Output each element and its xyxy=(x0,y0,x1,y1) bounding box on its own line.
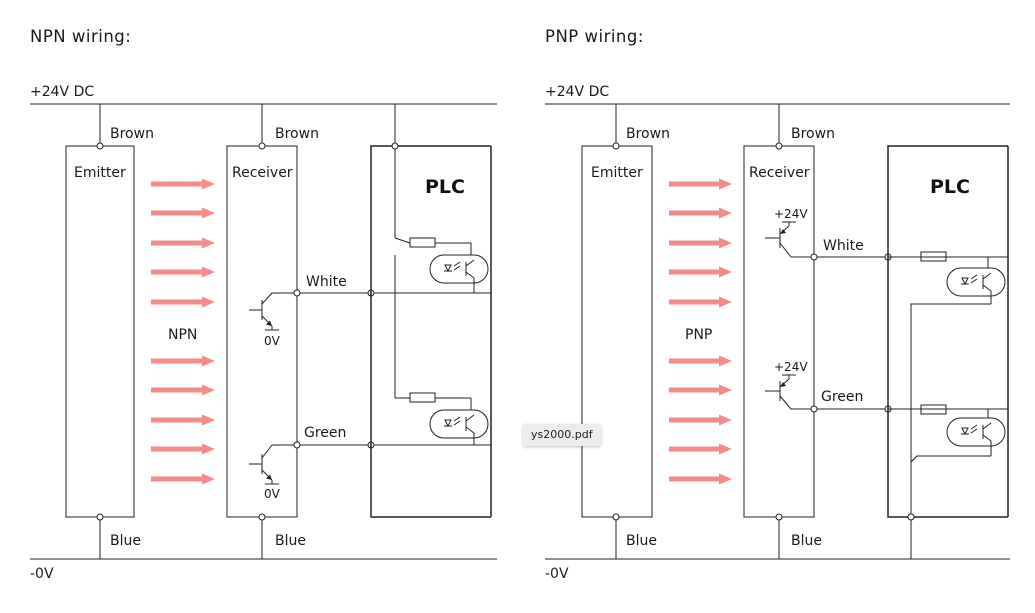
file-tooltip: ys2000.pdf xyxy=(523,424,601,446)
pnp-receiver-box xyxy=(743,145,815,518)
npn-green-label: Green xyxy=(304,425,346,441)
npn-emitter-label: Emitter xyxy=(74,165,126,181)
beam-arrow xyxy=(669,266,732,278)
npn-plc-label: PLC xyxy=(425,176,465,198)
pnp-receiver-brown-label: Brown xyxy=(791,126,835,142)
beam-arrow xyxy=(151,414,215,426)
pnp-green-node xyxy=(810,405,818,413)
beam-arrow xyxy=(151,443,215,455)
pnp-supply-label: +24V DC xyxy=(545,84,609,100)
pnp-white-node xyxy=(810,253,818,261)
beam-arrow xyxy=(669,207,732,219)
beam-arrow xyxy=(669,355,732,367)
pnp-transistor-green xyxy=(765,374,814,410)
beam-arrow xyxy=(151,266,215,278)
pnp-receiver-bottom-node xyxy=(775,513,783,521)
npn-emitter-top-node xyxy=(96,142,104,150)
beam-arrow xyxy=(151,384,215,396)
npn-receiver-blue-label: Blue xyxy=(275,533,306,549)
npn-diagram: NPN wiring: +24V DC -0V Brown Emitter Bl… xyxy=(30,27,497,582)
npn-supply-label: +24V DC xyxy=(30,84,94,100)
npn-transistor-white xyxy=(249,292,297,331)
pnp-white-label: White xyxy=(823,238,864,254)
pnp-type-label: PNP xyxy=(685,327,712,343)
npn-emitter-box xyxy=(65,145,135,518)
pnp-emitter-label: Emitter xyxy=(591,165,643,181)
pnp-green-label: Green xyxy=(821,389,863,405)
npn-emitter-bottom-node xyxy=(96,513,104,521)
beam-arrow xyxy=(151,473,215,485)
npn-green-node xyxy=(293,441,301,449)
pnp-plus24v-label-1: +24V xyxy=(774,207,808,221)
pnp-receiver-top-node xyxy=(775,142,783,150)
pnp-title: PNP wiring: xyxy=(545,27,644,46)
pnp-receiver-label: Receiver xyxy=(749,165,810,181)
pnp-plc xyxy=(887,145,1009,559)
beam-arrow xyxy=(669,443,732,455)
npn-0v-label-2: 0V xyxy=(264,487,281,501)
npn-receiver-top-node xyxy=(258,142,266,150)
npn-emitter-blue-label: Blue xyxy=(110,533,141,549)
npn-plc xyxy=(370,104,492,518)
pnp-diagram: PNP wiring: +24V DC -0V Brown Emitter Bl… xyxy=(545,27,1010,582)
npn-transistor-green xyxy=(249,444,297,485)
pnp-plc-label: PLC xyxy=(930,176,970,198)
npn-light-beam-arrows xyxy=(151,178,215,485)
npn-ground-label: -0V xyxy=(30,566,54,582)
npn-white-label: White xyxy=(306,274,347,290)
beam-arrow xyxy=(669,178,732,190)
npn-receiver-label: Receiver xyxy=(232,165,293,181)
pnp-emitter-brown-label: Brown xyxy=(626,126,670,142)
npn-type-label: NPN xyxy=(168,327,197,343)
pnp-receiver-blue-label: Blue xyxy=(791,533,822,549)
beam-arrow xyxy=(151,178,215,190)
beam-arrow xyxy=(669,473,732,485)
pnp-light-beam-arrows xyxy=(669,178,732,485)
pnp-ground-label: -0V xyxy=(545,566,569,582)
beam-arrow xyxy=(151,296,215,308)
npn-emitter-brown-label: Brown xyxy=(110,126,154,142)
beam-arrow xyxy=(669,237,732,249)
beam-arrow xyxy=(669,414,732,426)
npn-white-node xyxy=(293,289,301,297)
pnp-emitter-bottom-node xyxy=(612,513,620,521)
beam-arrow xyxy=(669,296,732,308)
beam-arrow xyxy=(151,237,215,249)
pnp-plus24v-label-2: +24V xyxy=(774,360,808,374)
npn-receiver-bottom-node xyxy=(258,513,266,521)
pnp-emitter-top-node xyxy=(612,142,620,150)
pnp-emitter-box xyxy=(581,145,653,518)
beam-arrow xyxy=(151,355,215,367)
npn-title: NPN wiring: xyxy=(30,27,131,46)
pnp-emitter-blue-label: Blue xyxy=(626,533,657,549)
beam-arrow xyxy=(669,384,732,396)
npn-0v-label-1: 0V xyxy=(264,334,281,348)
npn-receiver-brown-label: Brown xyxy=(275,126,319,142)
beam-arrow xyxy=(151,207,215,219)
pnp-transistor-white xyxy=(765,221,814,258)
